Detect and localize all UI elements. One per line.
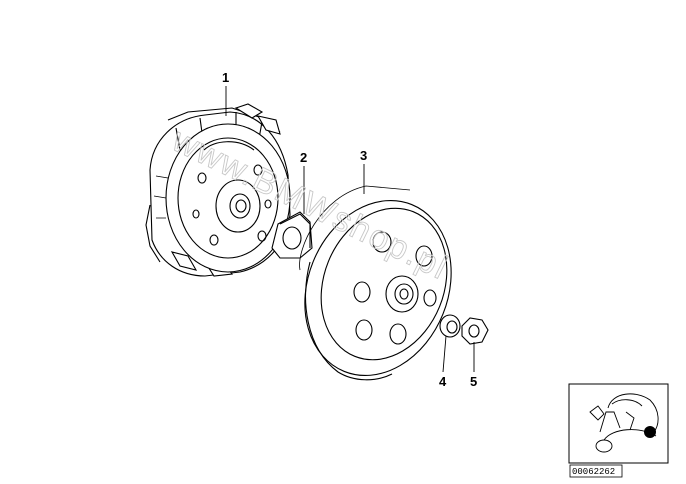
spacer-ring[interactable] <box>439 314 461 338</box>
reference-number: 00062262 <box>572 467 615 477</box>
callout-1: 1 <box>222 70 229 85</box>
leader-lines <box>225 86 475 373</box>
vehicle-thumbnail[interactable]: 00062262 <box>568 383 669 478</box>
callout-5: 5 <box>470 374 477 389</box>
clutch-assembly[interactable] <box>145 103 291 277</box>
hex-nut[interactable] <box>461 317 489 345</box>
callout-2: 2 <box>300 150 307 165</box>
clutch-bell[interactable] <box>279 178 476 397</box>
highlight-dot <box>644 426 656 438</box>
callout-3: 3 <box>360 148 367 163</box>
washer[interactable] <box>271 211 313 259</box>
callout-4: 4 <box>439 374 447 389</box>
scooter-icon <box>589 393 659 453</box>
